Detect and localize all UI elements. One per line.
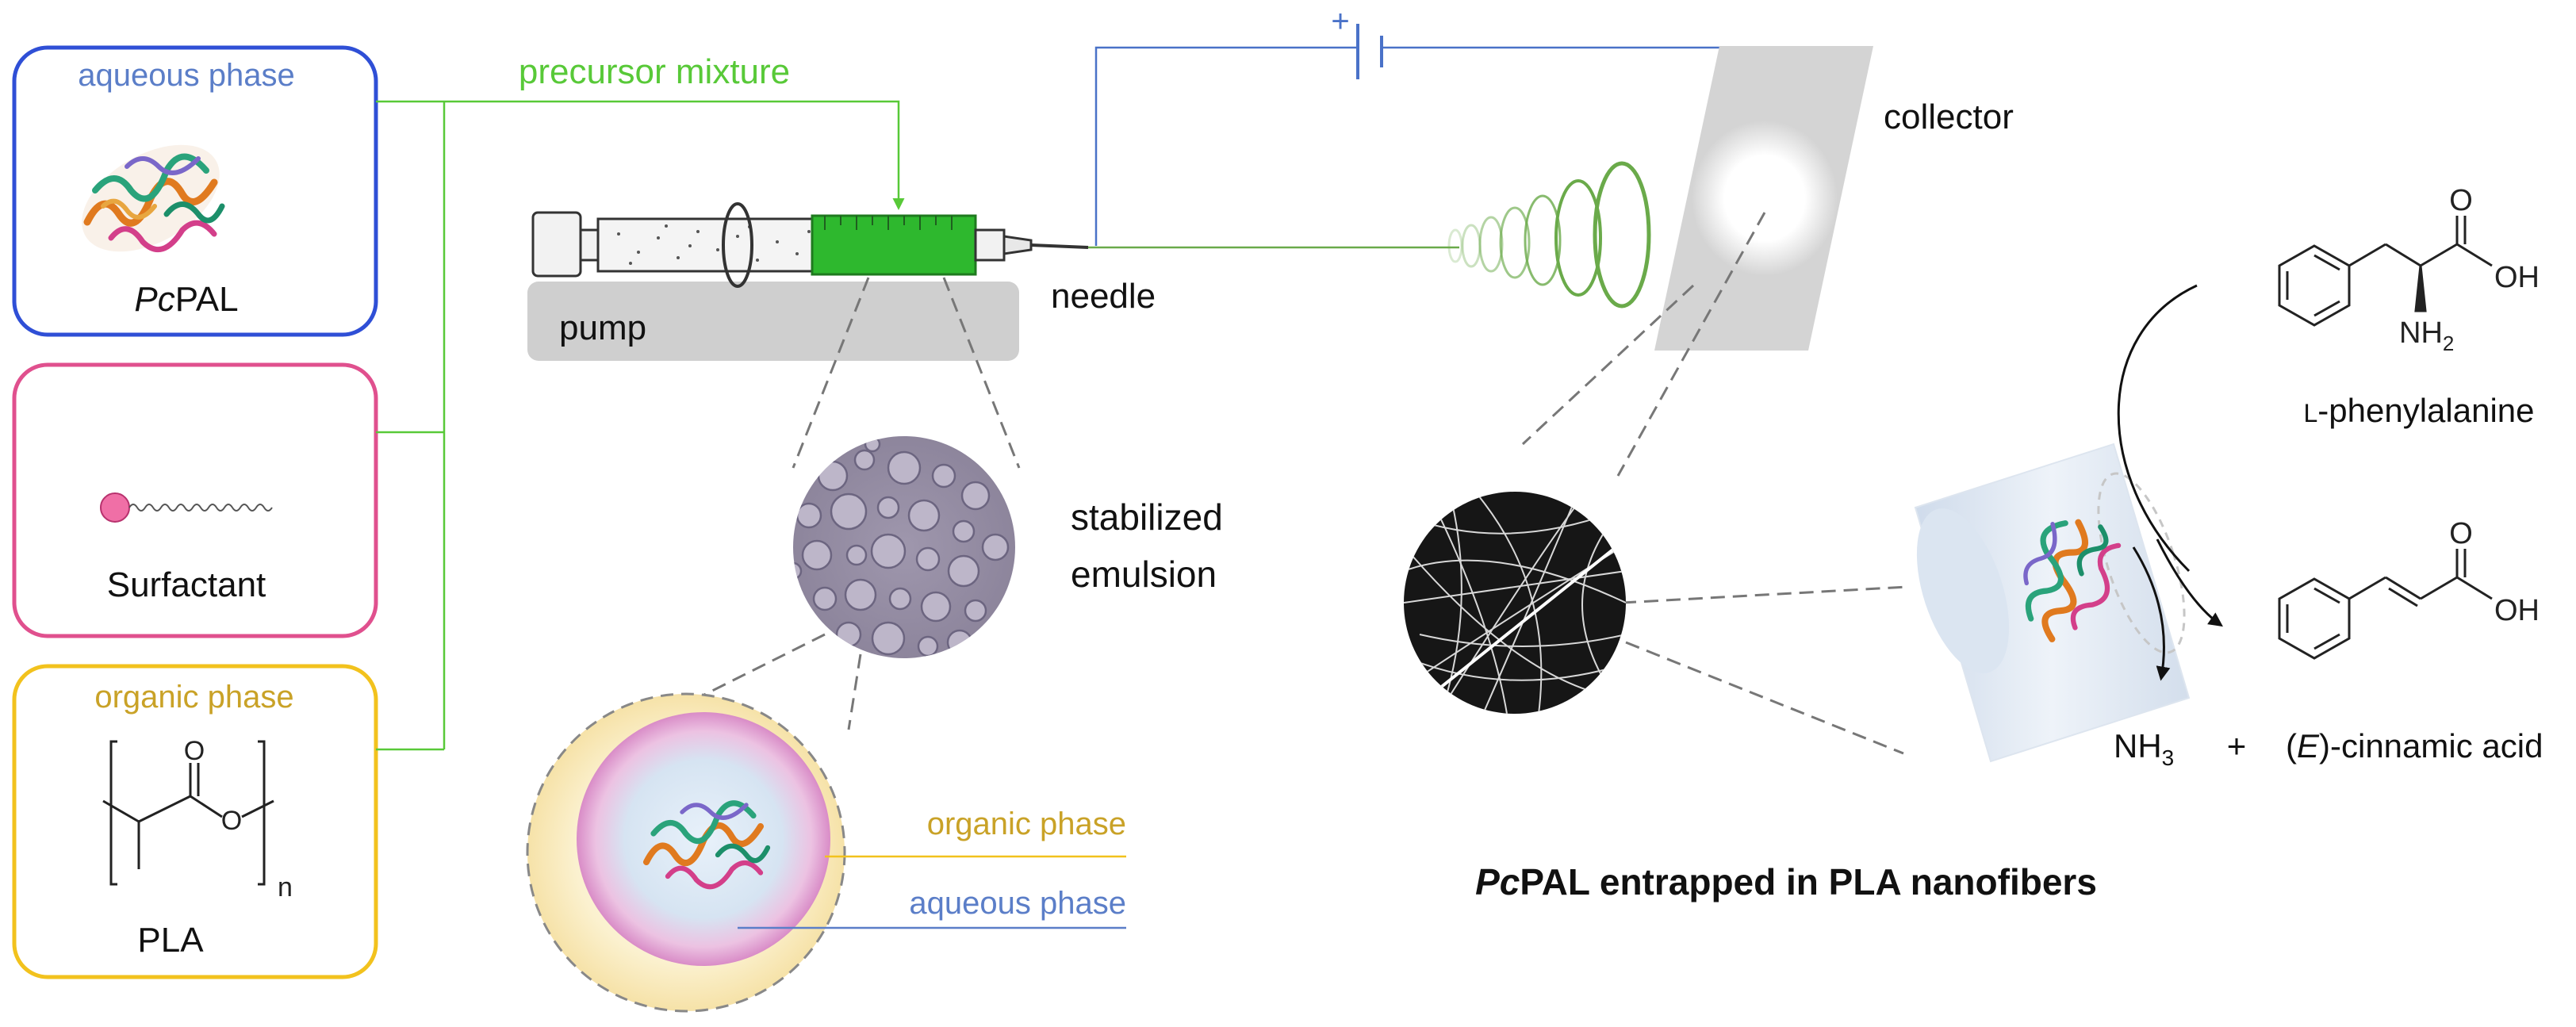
organic-phase-box: organic phase O O n PLA — [12, 664, 378, 979]
fiber-protein-image — [2023, 519, 2122, 642]
pla-subscript-n: n — [278, 872, 293, 902]
product-arrow — [2156, 538, 2223, 627]
pla-structure-icon — [102, 740, 274, 886]
product-caption: PcPAL entrapped in PLA nanofibers — [1475, 861, 2097, 902]
cinnamic-acid-structure — [2278, 549, 2493, 660]
pump: pump — [527, 282, 1019, 361]
pla-label: PLA — [137, 921, 204, 960]
organic-phase-title: organic phase — [94, 680, 293, 715]
precursor-mixture-label: precursor mixture — [519, 52, 790, 91]
surfactant-label: Surfactant — [107, 565, 266, 604]
syringe — [531, 202, 1089, 288]
voltage-source — [1094, 24, 1723, 246]
reaction-curved-arrow — [2117, 284, 2198, 573]
positive-terminal-label: + — [1331, 4, 1349, 39]
zoom-lines-syringe — [792, 277, 1021, 469]
fiber-whipping-spiral — [1447, 161, 1651, 308]
cinnamic-acid-label: (E)-cinnamic acid — [2286, 727, 2543, 765]
droplet-organic-label: organic phase — [927, 807, 1126, 841]
droplet-protein-image — [642, 800, 771, 890]
nanofiber-micrograph — [1404, 492, 1626, 714]
cinnamic-hydroxyl: OH — [2494, 594, 2540, 627]
ammonia-label: NH3 — [2114, 727, 2174, 770]
pump-label: pump — [559, 308, 646, 347]
fiber-cylinder — [1914, 443, 2191, 763]
needle — [1030, 243, 1089, 249]
pla-ester-o: O — [221, 806, 242, 836]
pcpal-label: PcPAL — [134, 280, 238, 319]
collector — [1654, 46, 1873, 351]
surfactant-molecule-icon — [100, 492, 273, 523]
aqueous-phase-box: aqueous phase PcPAL — [12, 45, 378, 337]
emulsion-micrograph — [793, 436, 1015, 658]
pla-carbonyl-o: O — [184, 736, 205, 766]
syringe-scale — [824, 216, 953, 230]
needle-label: needle — [1051, 277, 1156, 316]
emulsion-droplet — [526, 692, 846, 1013]
emulsion-label-line1: stabilized — [1071, 496, 1223, 538]
input-connector-lines — [376, 100, 905, 751]
aqueous-phase-title: aqueous phase — [78, 58, 295, 93]
phenylalanine-structure — [2278, 216, 2493, 327]
emulsion-label-line2: emulsion — [1071, 554, 1217, 595]
ammonia-arrow — [2132, 546, 2171, 681]
phe-amine: NH2 — [2399, 316, 2454, 355]
pcpal-protein-image — [82, 144, 225, 252]
collector-label: collector — [1884, 98, 2014, 136]
surfactant-box: Surfactant — [12, 362, 378, 638]
phenylalanine-label: L-phenylalanine — [2303, 392, 2534, 429]
zoom-lines-collector — [1521, 212, 1908, 755]
phe-hydroxyl: OH — [2494, 261, 2540, 294]
zoom-lines-droplet — [634, 633, 862, 731]
reaction-plus: + — [2227, 727, 2247, 765]
droplet-aqueous-label: aqueous phase — [909, 886, 1126, 921]
phe-carbonyl-o: O — [2449, 184, 2473, 217]
cinnamic-carbonyl-o: O — [2449, 517, 2473, 550]
